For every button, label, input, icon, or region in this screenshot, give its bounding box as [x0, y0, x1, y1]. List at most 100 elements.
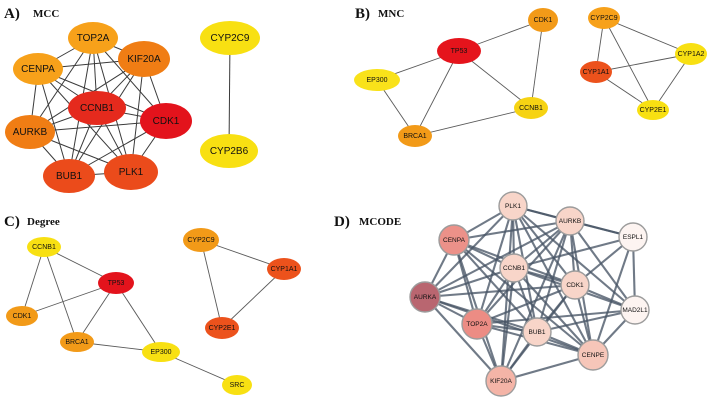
- panel-letter: C): [4, 214, 20, 230]
- node-cyp2b6: CYP2B6: [200, 134, 258, 168]
- node-shape: [222, 375, 252, 395]
- node-group: PLK1AURKBESPL1CENPACCNB1CDK1MAD2L1AURKAT…: [409, 191, 650, 397]
- edge-mad2l1-top2a: [476, 308, 636, 326]
- node-label: CYP2E1: [640, 107, 667, 114]
- node-label: CYP2C9: [211, 33, 250, 44]
- node-ccnb1: CCNB1: [514, 97, 548, 119]
- node-bub1: BUB1: [43, 159, 95, 193]
- node-ep300: EP300: [142, 342, 180, 362]
- node-label: CENPA: [443, 237, 466, 244]
- node-top2a: TOP2A: [68, 22, 118, 54]
- node-aurkb: AURKB: [5, 115, 55, 149]
- node-aurkb: AURKB: [555, 206, 585, 236]
- node-label: BUB1: [529, 329, 546, 336]
- panel-c: C)DegreeCCNB1TP53CDK1BRCA1EP300SRCCYP2C9…: [4, 214, 301, 395]
- edge-aurkb-cenpa: [453, 219, 571, 242]
- node-cdk1: CDK1: [6, 306, 38, 326]
- node-label: CCNB1: [80, 103, 114, 114]
- edge-aurka-kif20a: [424, 296, 502, 382]
- node-shape: [398, 125, 432, 147]
- edge-cyp2c9-cyp2e1: [603, 17, 654, 111]
- node-label: CYP1A1: [271, 266, 298, 273]
- edge-aurkb-mad2l1: [569, 220, 636, 311]
- node-shape: [485, 365, 517, 397]
- node-label: PLK1: [119, 167, 144, 178]
- node-shape: [205, 317, 239, 339]
- node-kif20a: KIF20A: [485, 365, 517, 397]
- node-label: CENPE: [582, 352, 605, 359]
- node-shape: [267, 258, 301, 280]
- node-label: CDK1: [534, 17, 553, 24]
- edge-cyp1a1-cyp1a2: [595, 53, 692, 73]
- node-shape: [140, 103, 192, 139]
- node-shape: [104, 154, 158, 190]
- node-shape: [620, 295, 650, 325]
- panel-title: MCODE: [359, 216, 401, 228]
- edge-cyp2c9-cyp1a2: [603, 17, 692, 55]
- edge-aurka-cenpe: [424, 296, 594, 356]
- node-mad2l1: MAD2L1: [620, 295, 650, 325]
- node-cyp2c9: CYP2C9: [200, 21, 260, 55]
- node-shape: [118, 41, 170, 77]
- panel-d: D)MCODEPLK1AURKBESPL1CENPACCNB1CDK1MAD2L…: [334, 191, 650, 397]
- node-brca1: BRCA1: [60, 332, 94, 352]
- node-tp53: TP53: [98, 272, 134, 294]
- node-label: CDK1: [566, 282, 584, 289]
- node-espl1: ESPL1: [618, 222, 648, 252]
- node-shape: [68, 22, 118, 54]
- edge-tp53-ep300: [115, 282, 162, 353]
- node-label: CDK1: [13, 313, 32, 320]
- node-label: BRCA1: [65, 339, 88, 346]
- node-cyp1a2: CYP1A2: [675, 43, 707, 65]
- node-label: CCNB1: [32, 244, 56, 251]
- node-shape: [528, 8, 558, 32]
- edge-cyp2c9-cyp2e1: [200, 239, 223, 329]
- node-label: EP300: [150, 349, 171, 356]
- node-shape: [43, 159, 95, 193]
- node-label: CCNB1: [519, 105, 543, 112]
- node-shape: [577, 339, 609, 371]
- edge-cenpa-bub1: [37, 68, 70, 177]
- node-plk1: PLK1: [498, 191, 528, 221]
- node-aurka: AURKA: [409, 281, 441, 313]
- node-shape: [13, 53, 63, 85]
- node-cyp1a1: CYP1A1: [267, 258, 301, 280]
- node-label: CYP2B6: [210, 146, 249, 157]
- panel-title: MCC: [33, 8, 59, 20]
- node-label: AURKB: [559, 218, 581, 225]
- node-shape: [409, 281, 441, 313]
- node-bub1: BUB1: [522, 317, 552, 347]
- edge-espl1-ccnb1: [513, 235, 634, 270]
- panel-title: MNC: [378, 8, 404, 20]
- node-label: CDK1: [153, 116, 180, 127]
- node-top2a: TOP2A: [461, 308, 493, 340]
- node-shape: [580, 61, 612, 83]
- edge-cdk1-ccnb1: [530, 19, 544, 109]
- node-shape: [6, 306, 38, 326]
- node-cyp2e1: CYP2E1: [205, 317, 239, 339]
- panel-letter: D): [334, 214, 350, 230]
- edge-cyp1a1-cyp2e1: [221, 268, 285, 329]
- node-group: CDK1TP53EP300CCNB1BRCA1CYP2C9CYP1A1CYP1A…: [354, 7, 707, 147]
- node-label: EP300: [366, 77, 387, 84]
- edge-aurkb-aurka: [424, 220, 571, 298]
- node-label: CYP2C9: [187, 237, 214, 244]
- edge-ccnb1-brca1: [43, 246, 78, 343]
- node-label: CYP1A2: [678, 51, 705, 58]
- node-label: BUB1: [56, 171, 83, 182]
- edge-brca1-ccnb1: [414, 107, 532, 137]
- node-label: CYP2C9: [590, 15, 617, 22]
- node-label: TOP2A: [77, 33, 110, 44]
- node-kif20a: KIF20A: [118, 41, 170, 77]
- node-cenpa: CENPA: [13, 53, 63, 85]
- edge-cenpe-kif20a: [500, 353, 594, 383]
- edge-mad2l1-bub1: [536, 308, 636, 334]
- node-shape: [522, 317, 552, 347]
- edge-plk1-top2a: [475, 205, 515, 325]
- edge-plk1-kif20a: [499, 205, 515, 382]
- node-shape: [142, 342, 180, 362]
- node-label: SRC: [230, 382, 245, 389]
- node-shape: [200, 134, 258, 168]
- node-shape: [438, 224, 470, 256]
